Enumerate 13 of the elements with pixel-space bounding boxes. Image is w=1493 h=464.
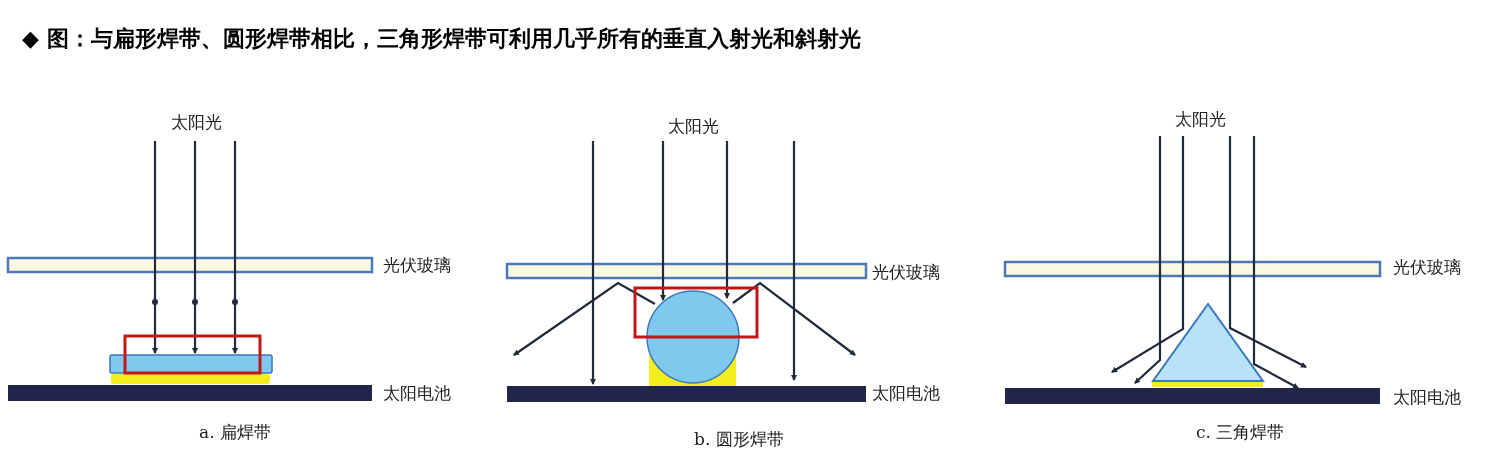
figure-title: ◆ 图：与扁形焊带、圆形焊带相比，三角形焊带可利用几乎所有的垂直入射光和斜射光 — [22, 24, 861, 53]
panel-caption: a. 扁焊带 — [199, 424, 271, 441]
panel-caption: b. 圆形焊带 — [694, 431, 784, 448]
solar-cell-label: 太阳电池 — [1393, 389, 1461, 406]
glass-label: 光伏玻璃 — [1393, 259, 1461, 276]
sunlight-label: 太阳光 — [1174, 111, 1226, 128]
solar-cell-label: 太阳电池 — [383, 385, 451, 402]
panel-caption: c. 三角焊带 — [1196, 424, 1285, 441]
sunlight-label: 太阳光 — [667, 118, 719, 135]
solar-cell-label: 太阳电池 — [872, 385, 940, 402]
glass-label: 光伏玻璃 — [872, 264, 940, 281]
glass-label: 光伏玻璃 — [383, 257, 451, 274]
sunlight-label: 太阳光 — [170, 114, 222, 131]
